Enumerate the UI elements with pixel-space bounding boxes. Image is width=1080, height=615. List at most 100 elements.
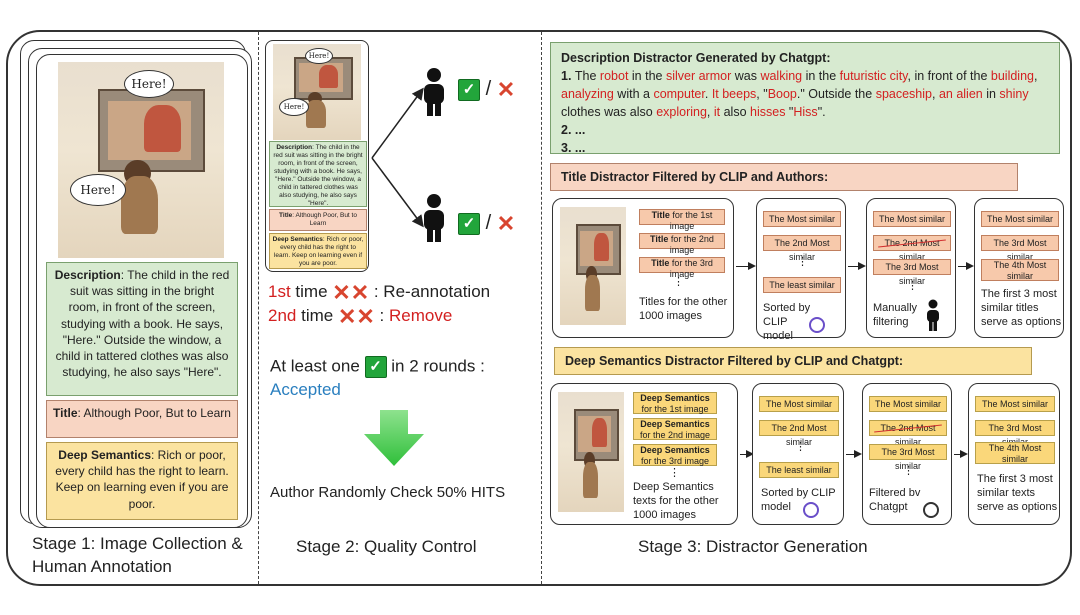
check-icon: ✓ bbox=[458, 78, 480, 101]
deep-semantics-label: Deep Semantics bbox=[58, 448, 151, 462]
distractor-text-segment: was bbox=[731, 69, 761, 83]
replaced-word: futuristic city bbox=[839, 69, 908, 83]
cross-icon: ✕ bbox=[496, 76, 516, 102]
speech-bubble-2: Here! bbox=[70, 174, 126, 206]
replaced-word: hisses bbox=[750, 105, 786, 119]
replaced-word: analyzing bbox=[561, 87, 614, 101]
deep-filtered-caption: Filtered bv Chatgpt bbox=[869, 487, 921, 513]
deep-row-3: Deep Semantics for the 3rd image bbox=[633, 444, 717, 466]
distractor-text-segment: , in front of the bbox=[907, 69, 991, 83]
replaced-word: Boop bbox=[767, 87, 797, 101]
final-title-card: The Most similar The 3rd Most similar Th… bbox=[974, 198, 1064, 338]
deep-sorted-item-last: The least similar bbox=[759, 462, 839, 478]
qc-description-label: Description bbox=[276, 144, 313, 151]
sorted-item-last: The least similar bbox=[763, 277, 841, 293]
deep-filtered-item-3: The 3rd Most similar bbox=[869, 444, 947, 471]
final-title-item-3: The 4th Most similar bbox=[981, 259, 1059, 281]
remove-rule: 2nd time ✕✕ : Remove bbox=[268, 303, 452, 329]
cross-icon: ✕ bbox=[332, 279, 351, 305]
description-label: Description bbox=[54, 268, 121, 282]
title-box: Title: Although Poor, But to Learn bbox=[46, 400, 238, 438]
qc-title-box: Title: Although Poor, But to Learn bbox=[269, 209, 367, 231]
stage1-caption: Stage 1: Image Collection & Human Annota… bbox=[32, 534, 243, 576]
description-distractor-item-2: 2. ... bbox=[561, 123, 586, 137]
deep-semantics-text: : Rich or poor, every child has the righ… bbox=[55, 448, 229, 511]
at-least-text: At least one bbox=[270, 356, 360, 376]
deep-sorted-caption: Sorted by CLIP model bbox=[761, 487, 836, 513]
manual-item-1: The Most similar bbox=[873, 211, 951, 227]
description-distractor-item-1: 1. The robot in the silver armor was wal… bbox=[561, 67, 1049, 121]
annotator1-result: ✓ / ✕ bbox=[458, 78, 515, 101]
deep-clip-sorted-card: The Most similar The 2nd Most similar ⋮ … bbox=[752, 383, 844, 525]
deep-row-2: Deep Semantics for the 2nd image bbox=[633, 418, 717, 440]
stage3-caption: Stage 3: Distractor Generation bbox=[638, 537, 868, 556]
dots: ⋮ bbox=[903, 465, 914, 477]
distractor-text-segment: also bbox=[720, 105, 751, 119]
final-title-item-2: The 3rd Most similar bbox=[981, 235, 1059, 262]
deep-final-item-2: The 3rd Most similar bbox=[975, 420, 1055, 447]
first-time-label: time bbox=[290, 282, 328, 301]
qc-description-text: : The child in the red suit was sitting … bbox=[273, 144, 363, 207]
title-label: Title bbox=[53, 406, 78, 420]
deep-filtered-item-removed: The 2nd Most similar bbox=[869, 420, 947, 447]
distractor-text-segment: in the bbox=[802, 69, 840, 83]
deep-comic-image bbox=[558, 392, 624, 512]
arrow-right bbox=[846, 450, 862, 458]
description-box: Description: The child in the red suit w… bbox=[46, 262, 238, 396]
accepted-text: Accepted bbox=[270, 380, 341, 399]
distractor-text-segment: , bbox=[706, 105, 714, 119]
reannotation-rule: 1st time ✕✕ : Re-annotation bbox=[268, 279, 490, 305]
cross-icon: ✕ bbox=[496, 210, 516, 236]
cross-icon: ✕ bbox=[337, 303, 357, 329]
qc-comic-image: Here! Here! bbox=[273, 44, 361, 140]
replaced-word: spaceship bbox=[875, 87, 932, 101]
qc-deep-box: Deep Semantics: Rich or poor, every chil… bbox=[269, 233, 367, 269]
title-row-1: Title for the 1st image bbox=[639, 209, 725, 231]
deep-sorted-item-2: The 2nd Most similar bbox=[759, 420, 839, 447]
qc-title-text: : Although Poor, But to Learn bbox=[292, 212, 357, 227]
distractor-text-segment: , bbox=[1033, 69, 1038, 83]
manual-caption: Manually filtering bbox=[873, 302, 918, 328]
openai-icon bbox=[803, 502, 819, 518]
first-ordinal: 1st bbox=[268, 282, 291, 301]
distractor-text-segment: . bbox=[704, 87, 712, 101]
arrow-right bbox=[848, 262, 866, 270]
manual-item-3: The 3rd Most similar bbox=[873, 259, 951, 286]
check-icon: ✓ bbox=[364, 356, 387, 378]
qc-bubble-1: Here! bbox=[305, 48, 333, 64]
title-candidates-card: Title for the 1st image Title for the 2n… bbox=[552, 198, 734, 338]
separator-1 bbox=[258, 32, 259, 584]
deep-final-caption: The first 3 most similar texts serve as … bbox=[977, 473, 1058, 513]
sorted-item-1: The Most similar bbox=[763, 211, 841, 227]
title-comic-image bbox=[560, 207, 626, 325]
distractor-text-segment: with a bbox=[613, 87, 654, 101]
second-ordinal: 2nd bbox=[268, 306, 297, 325]
replaced-word: walking bbox=[760, 69, 803, 83]
manual-filter-card: The Most similar The 2nd Most similar Th… bbox=[866, 198, 956, 338]
distractor-text-segment: clothes was also bbox=[561, 105, 657, 119]
deep-candidates-card: Deep Semantics for the 1st image Deep Se… bbox=[550, 383, 738, 525]
dots: ⋮ bbox=[797, 256, 808, 268]
distractor-text-segment: , bbox=[931, 87, 939, 101]
replaced-word: exploring bbox=[656, 105, 707, 119]
speech-bubble-1: Here! bbox=[124, 70, 174, 98]
arrow-right bbox=[740, 450, 754, 458]
annotator2-result: ✓ / ✕ bbox=[458, 212, 515, 235]
separator-2 bbox=[541, 32, 542, 584]
acceptance-rule: At least one ✓ in 2 rounds : bbox=[270, 356, 485, 378]
slash-text: / bbox=[485, 212, 492, 234]
deep-chatgpt-filter-card: The Most similar The 2nd Most similar Th… bbox=[862, 383, 952, 525]
distractor-text-segment: " bbox=[785, 105, 794, 119]
check-icon: ✓ bbox=[458, 212, 480, 235]
distractor-text-segment: in the bbox=[628, 69, 666, 83]
title-candidates-caption: Titles for the other 1000 images bbox=[639, 296, 728, 322]
replaced-word: silver armor bbox=[665, 69, 732, 83]
distractor-text-segment: in bbox=[982, 87, 1000, 101]
manual-item-removed: The 2nd Most similar bbox=[873, 235, 951, 262]
sorted-caption: Sorted by CLIP model bbox=[763, 302, 811, 342]
slash-text: / bbox=[485, 78, 492, 100]
deep-distractor-header: Deep Semantics Distractor Filtered by CL… bbox=[554, 347, 1032, 375]
dots: ⋮ bbox=[673, 276, 684, 288]
qc-title-label: Title bbox=[279, 212, 293, 219]
deep-final-card: The Most similar The 3rd Most similar Th… bbox=[968, 383, 1060, 525]
